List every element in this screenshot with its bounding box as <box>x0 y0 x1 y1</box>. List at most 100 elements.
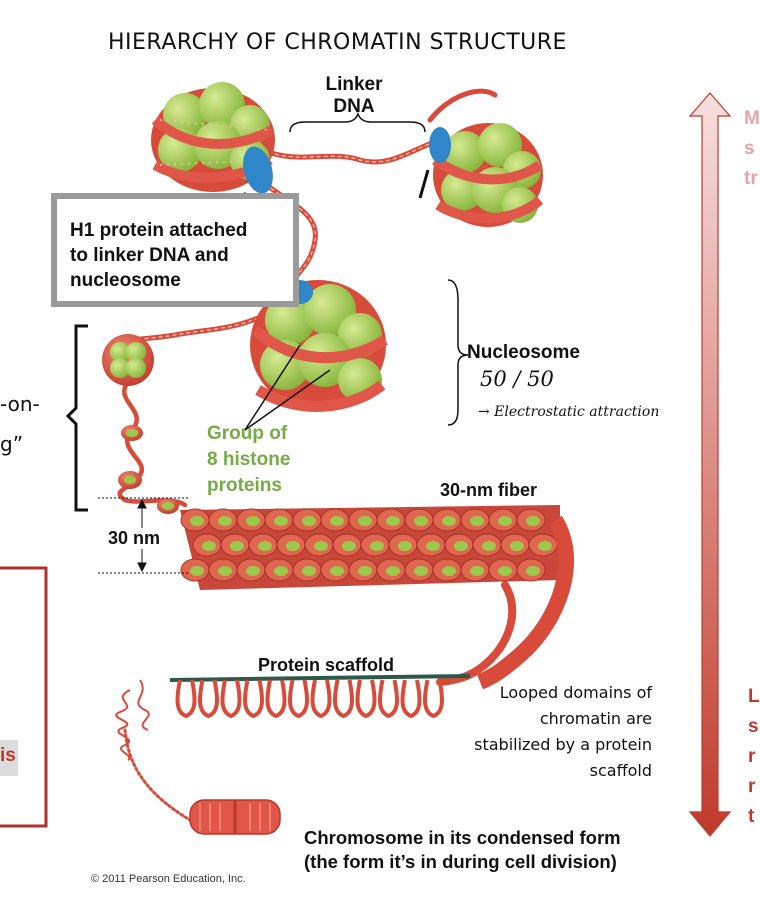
chromatin-loop <box>175 679 197 719</box>
left-box-highlight <box>0 740 18 776</box>
chromosome-line2: (the form it’s in during cell division) <box>304 851 617 872</box>
fiber-histone-core <box>218 516 232 526</box>
fiber-histone-core <box>218 566 232 576</box>
fiber-histone-core <box>274 516 288 526</box>
chromatin-loop <box>198 679 219 719</box>
chromatin-loop <box>310 679 332 719</box>
protein-scaffold <box>169 674 471 682</box>
right-top-line1: M <box>744 108 760 129</box>
condensation-arrow <box>688 92 732 837</box>
fiber-histone-core <box>386 516 400 526</box>
thirty-nm-fiber <box>180 505 560 590</box>
fiber-histone-core <box>526 566 540 576</box>
fiber-histone-core <box>314 541 328 551</box>
beads-bracket <box>65 324 88 512</box>
right-bottom-line4: r <box>748 776 756 797</box>
fiber-taper <box>476 515 575 690</box>
histone-label-line1: Group of <box>207 423 288 444</box>
histone-label-line3: proteins <box>207 475 282 496</box>
beads-label-partial-2: g” <box>0 432 24 456</box>
h1-label: H1 protein attached to linker DNA and nu… <box>70 218 247 293</box>
fiber-histone-core <box>230 541 244 551</box>
h1-protein-top-left <box>243 146 273 194</box>
nucleosome-middle <box>250 280 388 412</box>
fiber-histone-core <box>302 566 316 576</box>
fiber-histone-core <box>470 566 484 576</box>
chromatin-loop <box>265 679 287 719</box>
fiber-histone-core <box>386 566 400 576</box>
looped-line3: stabilized by a protein <box>474 735 652 754</box>
fiber-histone-core <box>470 516 484 526</box>
fiber-histone-core <box>358 566 372 576</box>
fiber-histone-core <box>246 566 260 576</box>
fiber-histone-core <box>342 541 356 551</box>
h1-label-line3: nucleosome <box>70 270 181 291</box>
h1-label-line1: H1 protein attached <box>70 220 248 241</box>
linker-dna-line2: DNA <box>333 96 375 117</box>
right-bottom-line1: L <box>748 686 760 707</box>
linker-dna-brace <box>289 111 426 133</box>
chromatin-loop <box>220 679 242 719</box>
chromatin-loop <box>333 679 354 719</box>
fiber-histone-core <box>246 516 260 526</box>
fiber-histone-core <box>498 516 512 526</box>
h1-protein-top-right <box>429 127 451 163</box>
chromosome-label: Chromosome in its condensed form (the fo… <box>304 826 621 874</box>
right-top-line3: tr <box>744 168 758 189</box>
fiber-histone-core <box>358 516 372 526</box>
fiber-histone-core <box>302 516 316 526</box>
fiber-histone-core <box>330 566 344 576</box>
chromatin-loop <box>378 679 399 719</box>
fiber-label: 30-nm fiber <box>440 480 538 500</box>
looped-line2: chromatin are <box>539 709 652 728</box>
h1-label-line2: to linker DNA and <box>70 245 229 266</box>
beads-on-string <box>102 334 179 514</box>
fiber-histone-core <box>286 541 300 551</box>
linker-dna-label: Linker DNA <box>319 74 389 118</box>
right-top-line2: s <box>744 138 755 159</box>
handwritten-mark <box>418 169 430 199</box>
linker-dna-strands <box>117 88 517 822</box>
histone-pointer-lines <box>244 344 331 431</box>
left-red-box <box>0 566 48 828</box>
looped-domains <box>175 679 444 719</box>
fiber-histone-core <box>442 516 456 526</box>
fiber-histone-core <box>526 516 540 526</box>
looped-line4: scaffold <box>589 761 652 780</box>
chromatin-loop <box>243 679 264 719</box>
fiber-histone-core <box>538 541 552 551</box>
copyright: © 2011 Pearson Education, Inc. <box>91 873 246 885</box>
right-bottom-line3: r <box>748 746 756 767</box>
chromatin-loop <box>355 679 377 719</box>
fiber-histone-core <box>414 516 428 526</box>
linker-dna-line1: Linker <box>325 74 383 95</box>
nucleosome-top-right <box>432 123 544 227</box>
chromatin-loop <box>423 679 444 719</box>
nucleosome-brace <box>447 279 469 426</box>
condensed-chromosome <box>189 799 281 835</box>
left-box-partial-text: is <box>0 745 16 766</box>
looped-line1: Looped domains of <box>499 683 652 702</box>
fiber-histone-core <box>426 541 440 551</box>
fiber-histone-core <box>202 541 216 551</box>
protein-scaffold-label: Protein scaffold <box>258 655 395 675</box>
fiber-histone-core <box>190 516 204 526</box>
ratio-annotation: 50 / 50 <box>480 367 554 391</box>
h1-label-box <box>51 193 299 307</box>
electrostatic-annotation: → Electrostatic attraction <box>478 404 660 420</box>
thirty-nm-label: 30 nm <box>108 528 161 549</box>
fiber-histone-core <box>274 566 288 576</box>
fiber-histone-core <box>454 541 468 551</box>
tangled-chromatin <box>115 679 150 761</box>
chromatin-loop <box>400 679 422 719</box>
fiber-histone-core <box>190 566 204 576</box>
fiber-histone-core <box>330 516 344 526</box>
nucleosome-label: Nucleosome <box>467 342 580 363</box>
right-bottom-partial: L s r r t <box>748 682 760 832</box>
chromosome-line1: Chromosome in its condensed form <box>304 827 621 848</box>
right-top-partial: M s tr <box>744 104 760 194</box>
fiber-histone-core <box>498 566 512 576</box>
fiber-histone-core <box>510 541 524 551</box>
histone-label: Group of 8 histone proteins <box>207 421 290 499</box>
